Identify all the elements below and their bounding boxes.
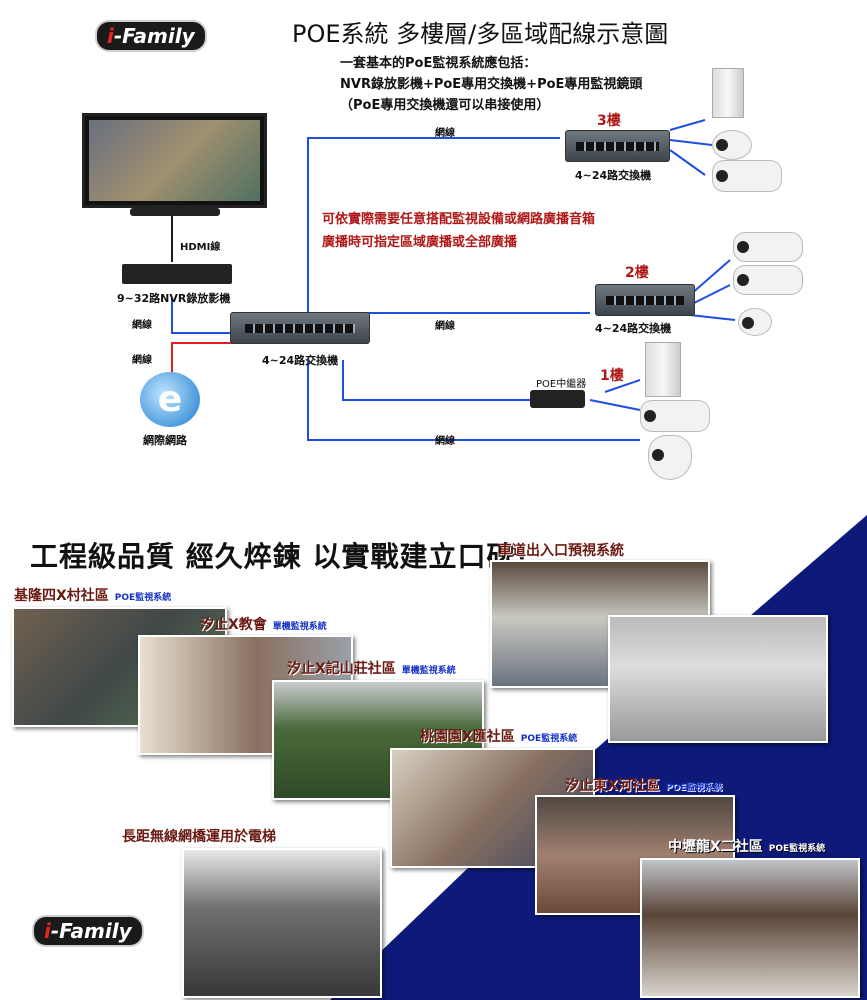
speaker-icon xyxy=(712,68,744,118)
floor-label: 2樓 xyxy=(625,265,649,281)
note-line: 廣播時可指定區域廣播或全部廣播 xyxy=(322,235,518,250)
floor-switch-label: 4~24路交換機 xyxy=(575,169,652,182)
poe-extender-label: POE中繼器 xyxy=(536,379,587,390)
brand-logo: i-Family xyxy=(32,915,144,947)
intro-line: NVR錄放影機+PoE專用交換機+PoE專用監視鏡頭 xyxy=(340,77,643,92)
site-photo xyxy=(182,848,382,998)
bullet-camera-icon xyxy=(733,232,803,262)
bullet-camera-icon xyxy=(712,160,782,192)
showcase-headline: 工程級品質 經久焠鍊 以實戰建立口碑! xyxy=(30,540,530,573)
monitor-icon xyxy=(82,113,267,208)
cable-label: 網線 xyxy=(435,128,455,139)
nvr-icon xyxy=(122,264,232,284)
floor-label: 1樓 xyxy=(600,368,624,384)
dome-camera-icon xyxy=(738,308,772,336)
monitor-stand xyxy=(130,208,220,216)
floor-switch-label: 4~24路交換機 xyxy=(595,322,672,335)
diagram-title: POE系統 多樓層/多區域配線示意圖 xyxy=(292,20,669,48)
brand-logo: i-Family xyxy=(95,20,207,52)
bullet-camera-icon xyxy=(733,265,803,295)
speaker-icon xyxy=(645,342,681,397)
intro-line: （PoE專用交換機還可以串接使用） xyxy=(340,98,550,113)
hdmi-label: HDMI線 xyxy=(180,242,221,253)
poe-extender-icon xyxy=(530,390,585,408)
floor-switch-icon xyxy=(565,130,670,162)
site-label: 長距無線網橋運用於電梯 xyxy=(122,829,276,845)
site-label: 汐止X教會單機監視系統 xyxy=(200,617,327,633)
floor-label: 3樓 xyxy=(597,113,621,129)
cable-label: 網線 xyxy=(435,321,455,332)
site-label: 汐止X記山莊社區單機監視系統 xyxy=(287,661,456,677)
cable-label: 網線 xyxy=(132,320,152,331)
main-switch-label: 4~24路交換機 xyxy=(262,354,339,367)
cable-label: 網線 xyxy=(132,355,152,366)
dome-camera-icon xyxy=(712,130,752,160)
main-switch-icon xyxy=(230,312,370,344)
site-label: 車道出入口預視系統 xyxy=(498,543,624,559)
site-photo xyxy=(608,615,828,743)
note-line: 可依實際需要任意搭配監視設備或網路廣播音箱 xyxy=(322,212,596,227)
internet-label: 網際網路 xyxy=(143,434,187,447)
floor-switch-icon xyxy=(595,284,695,316)
bullet-camera-icon xyxy=(640,400,710,432)
nvr-label: 9~32路NVR錄放影機 xyxy=(117,292,231,305)
cable-label: 網線 xyxy=(435,436,455,447)
internet-icon: e xyxy=(140,372,200,427)
site-photo xyxy=(640,858,860,998)
ptz-camera-icon xyxy=(648,435,692,480)
intro-line: 一套基本的PoE監視系統應包括： xyxy=(340,56,537,71)
